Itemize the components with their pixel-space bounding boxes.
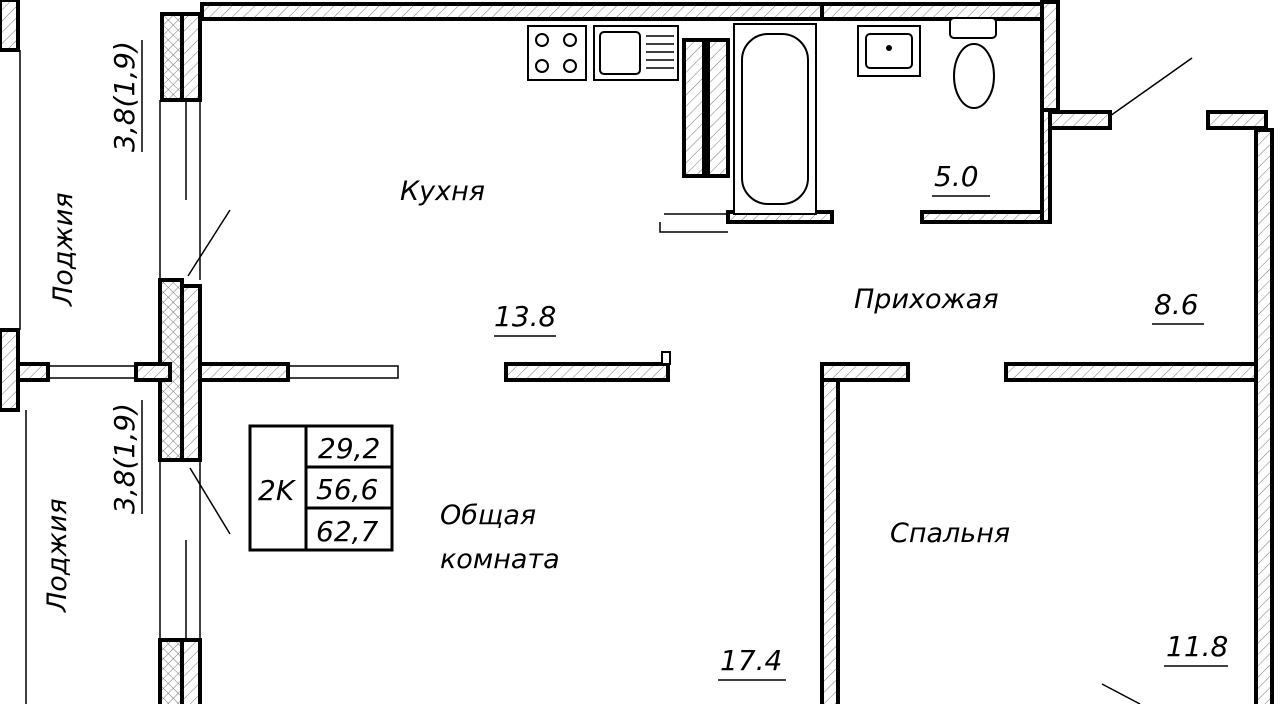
washbasin-icon [857,25,921,77]
loggia-bottom-label: Лоджия [42,498,73,613]
loggia-top-label: Лоджия [48,192,79,307]
toilet-icon [949,17,997,109]
fixtures [527,17,997,215]
total-area: 62,7 [316,515,379,548]
area-summary-table: 2K 29,2 56,6 62,7 [248,424,394,552]
bathroom-area: 5.0 [934,160,979,193]
living-label-1: Общая [440,500,536,531]
living-label-2: комната [440,544,560,575]
bathtub-icon [733,23,817,215]
bedroom-area: 11.8 [1166,630,1228,663]
bedroom-label: Спальня [890,518,1010,549]
living-area: 17.4 [720,644,782,677]
hallway-area: 8.6 [1154,288,1199,321]
loggia-top-area: 3,8(1,9) [108,41,141,152]
loggia-bottom-area: 3,8(1,9) [108,403,141,514]
kitchen-area: 13.8 [494,300,556,333]
useful-area-total: 56,6 [316,473,378,506]
hallway-label: Прихожая [854,284,999,315]
sink-icon [593,25,679,81]
apartment-type: 2K [258,474,297,507]
kitchen-label: Кухня [400,176,485,207]
room-labels: Кухня 13.8 5.0 Прихожая 8.6 Общая комнат… [42,40,1228,681]
stove-icon [527,25,587,81]
living-area-total: 29,2 [318,432,380,465]
windows-and-doors [19,50,1193,704]
